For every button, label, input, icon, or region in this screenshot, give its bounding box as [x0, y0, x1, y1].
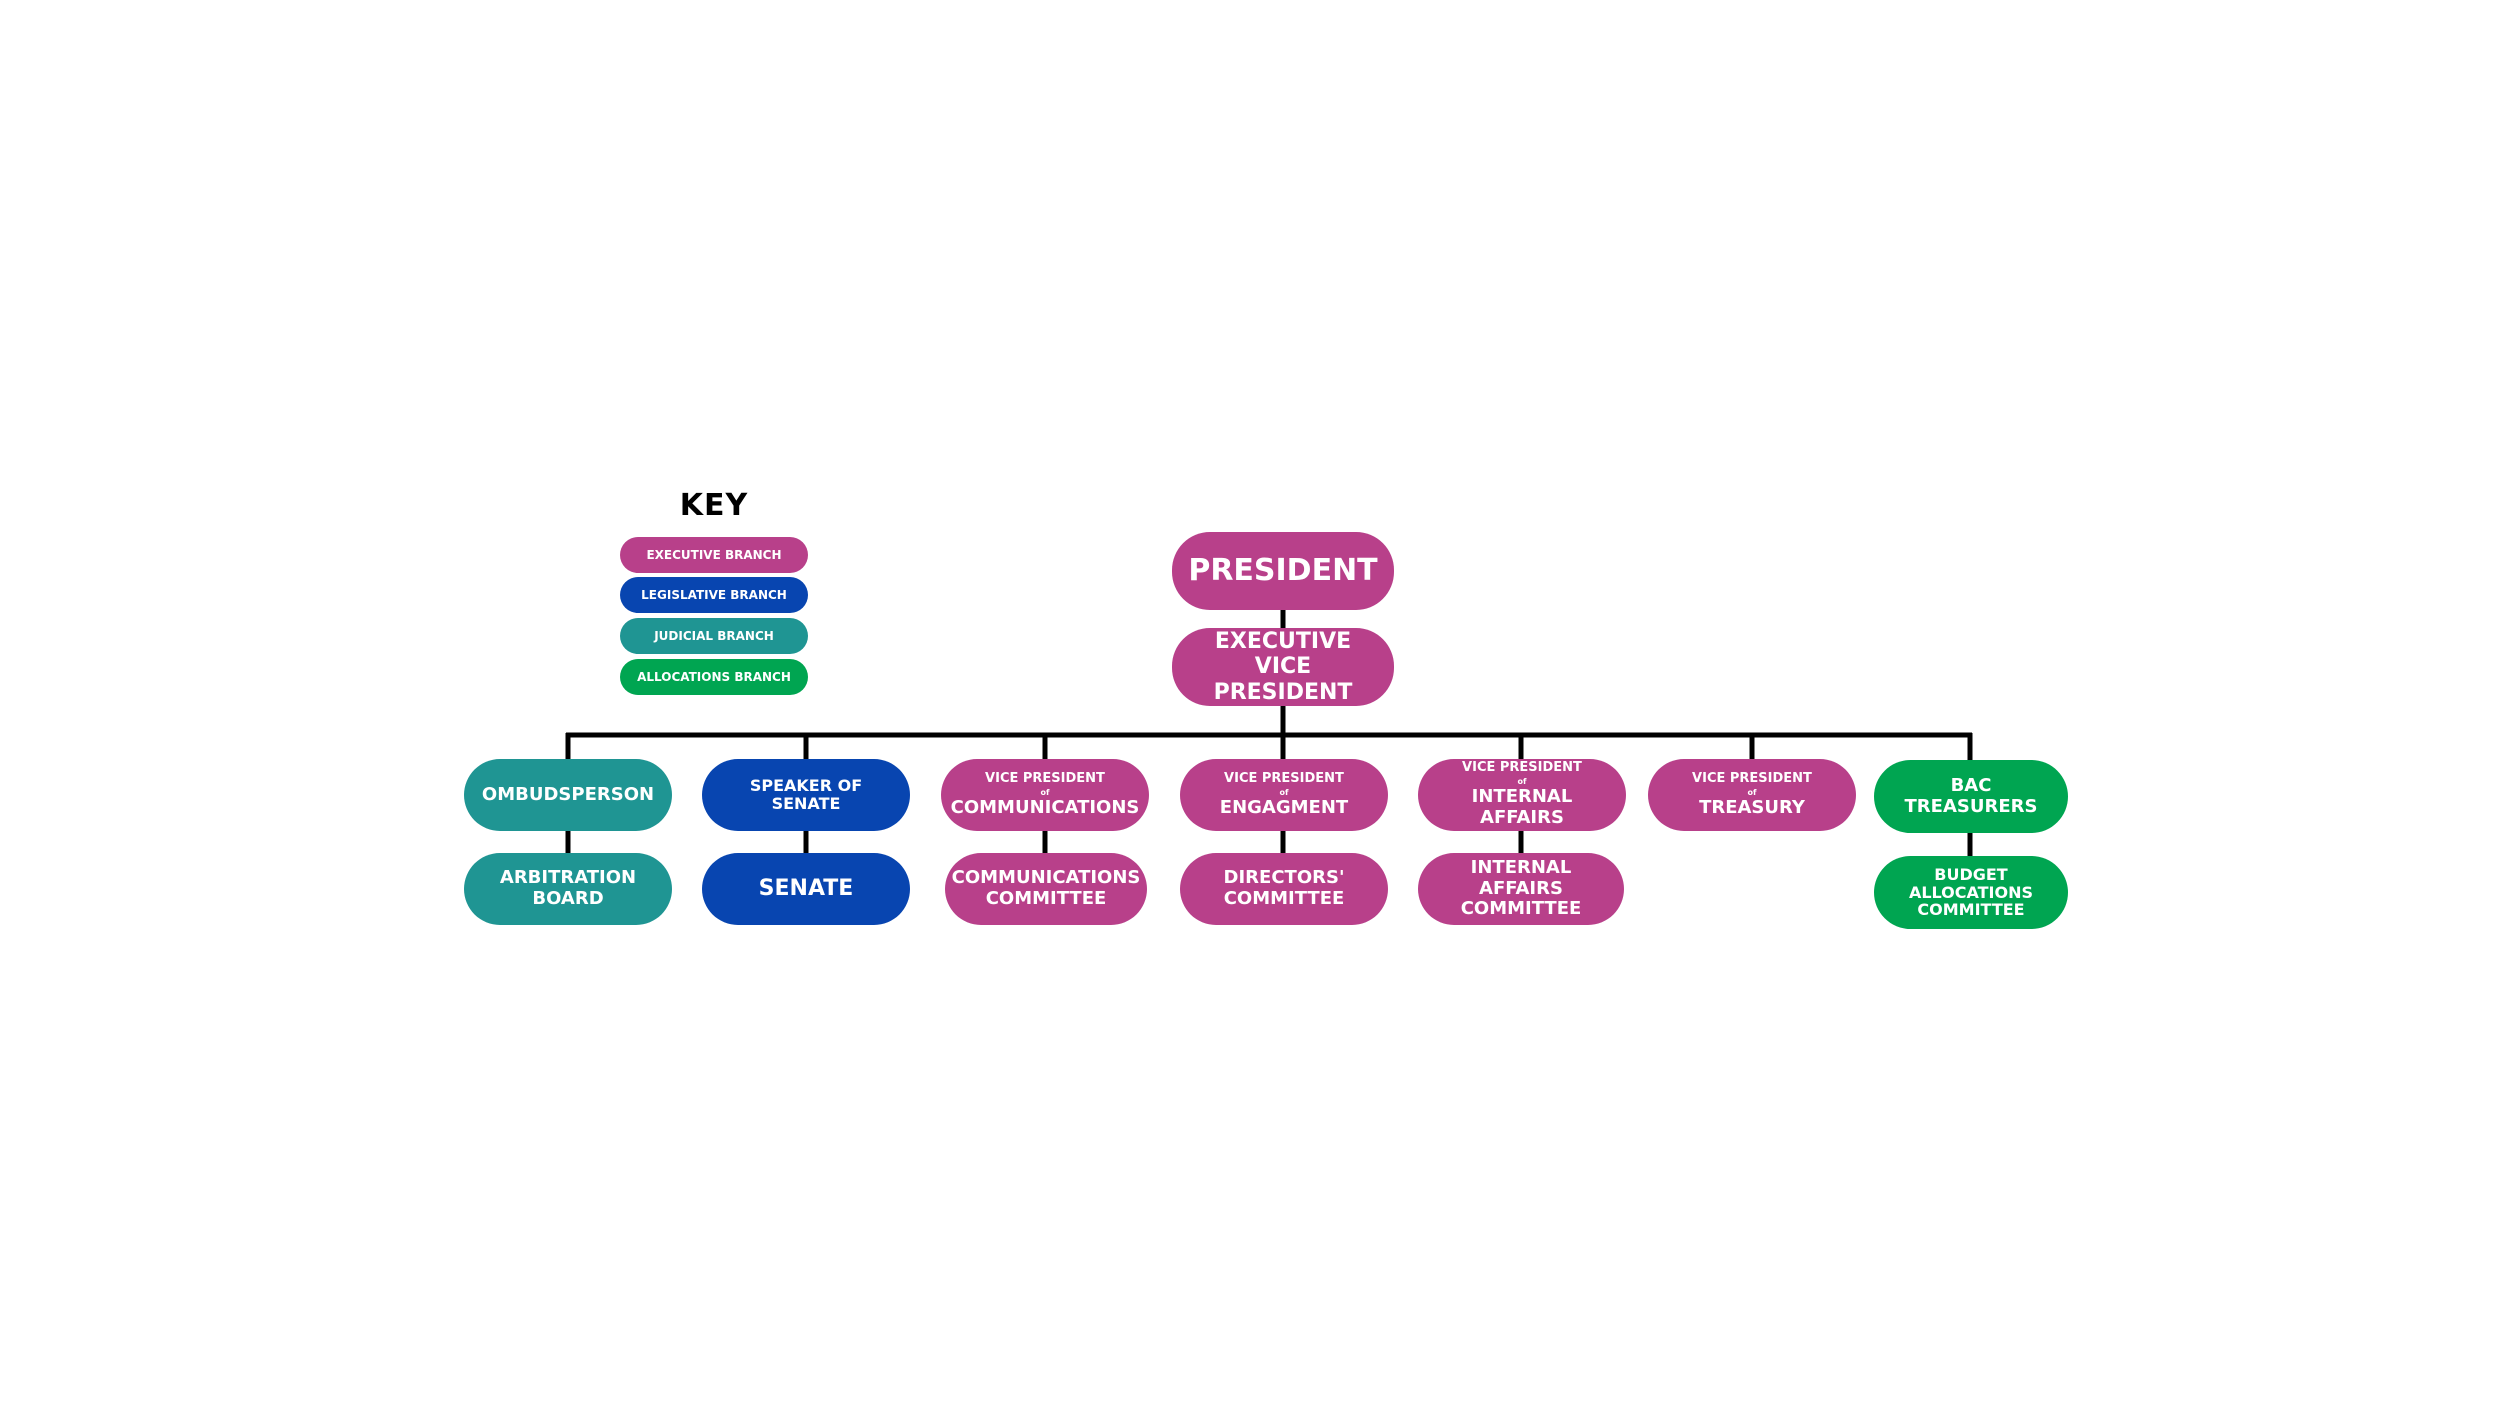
key-executive-branch: EXECUTIVE BRANCH [620, 537, 808, 573]
vp-prefix-label: VICE PRESIDENT [1462, 760, 1582, 776]
vp-of-label: of [1747, 787, 1757, 797]
node-communications-committee: COMMUNICATIONS COMMITTEE [945, 853, 1147, 925]
vp-prefix-label: VICE PRESIDENT [1224, 770, 1344, 786]
node-vp-communications: VICE PRESIDENT of COMMUNICATIONS [941, 759, 1149, 831]
key-judicial-branch: JUDICIAL BRANCH [620, 618, 808, 654]
node-bac-treasurers: BAC TREASURERS [1874, 760, 2068, 833]
node-president: PRESIDENT [1172, 532, 1394, 610]
vp-of-label: of [1517, 777, 1527, 787]
node-speaker-of-senate: SPEAKER OF SENATE [702, 759, 910, 831]
node-vp-engagment: VICE PRESIDENT of ENGAGMENT [1180, 759, 1388, 831]
vp-prefix-label: VICE PRESIDENT [1692, 770, 1812, 786]
node-budget-allocations-committee: BUDGET ALLOCATIONS COMMITTEE [1874, 856, 2068, 929]
vp-name-label: TREASURY [1699, 796, 1805, 818]
node-arbitration-board: ARBITRATION BOARD [464, 853, 672, 925]
vp-name-label: COMMUNICATIONS [950, 796, 1140, 818]
node-senate: SENATE [702, 853, 910, 925]
node-vp-treasury: VICE PRESIDENT of TREASURY [1648, 759, 1856, 831]
node-executive-vice-president: EXECUTIVE VICE PRESIDENT [1172, 628, 1394, 706]
node-ombudsperson: OMBUDSPERSON [464, 759, 672, 831]
vp-name-label: INTERNAL AFFAIRS [1471, 786, 1573, 829]
key-title: KEY [679, 488, 749, 523]
node-vp-internal-affairs: VICE PRESIDENT of INTERNAL AFFAIRS [1418, 759, 1626, 831]
vp-of-label: of [1279, 787, 1289, 797]
vp-of-label: of [1040, 787, 1050, 797]
node-directors-committee: DIRECTORS' COMMITTEE [1180, 853, 1388, 925]
key-legislative-branch: LEGISLATIVE BRANCH [620, 577, 808, 613]
vp-prefix-label: VICE PRESIDENT [985, 770, 1105, 786]
vp-name-label: ENGAGMENT [1219, 796, 1349, 818]
key-allocations-branch: ALLOCATIONS BRANCH [620, 659, 808, 695]
node-internal-affairs-committee: INTERNAL AFFAIRS COMMITTEE [1418, 853, 1624, 925]
